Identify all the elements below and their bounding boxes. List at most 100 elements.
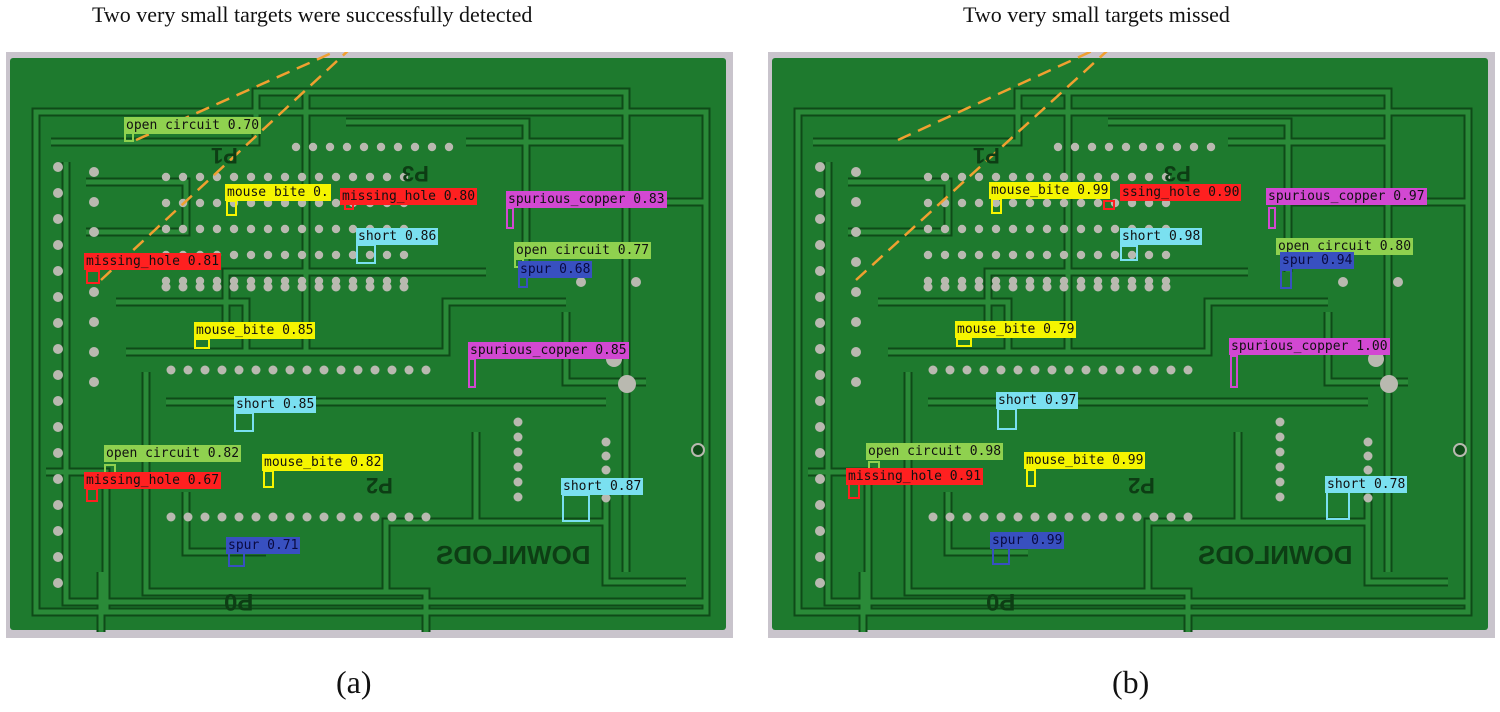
detection-a-box-mouse-bite <box>226 200 237 216</box>
solder-pad <box>815 474 825 484</box>
solder-pad <box>166 512 176 522</box>
solder-pad <box>1275 492 1285 502</box>
solder-pad <box>1104 142 1114 152</box>
detection-a-box-missing-hole <box>86 488 98 502</box>
solder-pad <box>319 512 329 522</box>
solder-pad <box>1110 224 1120 234</box>
detection-a-label-short: short 0.85 <box>234 396 317 413</box>
detection-b-label-spurious-copper: spurious_copper 1.00 <box>1229 338 1390 355</box>
solder-pad <box>940 172 950 182</box>
detection-a-label-missing-hole: missing_hole 0.81 <box>84 253 222 270</box>
solder-pad <box>601 465 611 475</box>
detection-b-label-mouse-bite: mouse_bite 0.99 <box>989 182 1111 199</box>
solder-pad <box>1149 512 1159 522</box>
solder-pad <box>923 198 933 208</box>
solder-pad <box>297 282 307 292</box>
solder-pad <box>444 142 454 152</box>
solder-pad <box>1275 447 1285 457</box>
solder-pad <box>1059 282 1069 292</box>
detection-a-label-mouse-bite: mouse_bite 0.85 <box>194 322 316 339</box>
detection-a-label-short: short 0.87 <box>561 478 644 495</box>
solder-pad <box>53 214 63 224</box>
solder-pad <box>161 198 171 208</box>
solder-pad <box>308 142 318 152</box>
solder-pad <box>1363 451 1373 461</box>
solder-pad <box>200 512 210 522</box>
solder-pad <box>53 422 63 432</box>
solder-pad <box>991 172 1001 182</box>
copper-trace-highlight <box>1365 482 1448 585</box>
copper-trace-highlight <box>256 589 429 632</box>
solder-pad <box>370 365 380 375</box>
panel-a-sublabel: (a) <box>336 664 372 700</box>
solder-pad <box>331 198 341 208</box>
detection-b-box-spur <box>992 547 1010 565</box>
solder-pad <box>1172 142 1182 152</box>
solder-pad <box>1025 250 1035 260</box>
solder-pad <box>1047 365 1057 375</box>
solder-pad <box>851 287 861 297</box>
solder-pad <box>815 214 825 224</box>
solder-pad <box>251 512 261 522</box>
copper-trace-highlight <box>1228 139 1391 252</box>
solder-pad <box>246 250 256 260</box>
solder-pad <box>1093 172 1103 182</box>
mounting-hole <box>1368 351 1384 367</box>
detection-b-box-short <box>997 408 1017 430</box>
mounting-hole <box>618 375 636 393</box>
solder-pad <box>1076 172 1086 182</box>
detection-b-box-missing-hole <box>1103 200 1115 210</box>
solder-pad <box>314 224 324 234</box>
detection-a-label-missing-hole: missing_hole 0.80 <box>340 188 478 205</box>
detection-a-label-mouse-bite: mouse bite 0. <box>225 184 331 201</box>
solder-pad <box>348 282 358 292</box>
solder-pad <box>285 365 295 375</box>
solder-pad <box>53 500 63 510</box>
solder-pad <box>1030 365 1040 375</box>
solder-pad <box>348 172 358 182</box>
solder-pad <box>851 377 861 387</box>
solder-pad <box>183 512 193 522</box>
detection-a-box-mouse-bite <box>263 470 274 488</box>
solder-pad <box>1155 142 1165 152</box>
solder-pad <box>1093 198 1103 208</box>
solder-pad <box>195 198 205 208</box>
solder-pad <box>815 370 825 380</box>
detection-b-label-short: short 0.78 <box>1325 476 1408 493</box>
silkscreen-downlods: DOWNLODS <box>1198 540 1353 570</box>
solder-pad <box>89 167 99 177</box>
detection-b-box-mouse-bite <box>956 338 972 347</box>
solder-pad <box>1008 224 1018 234</box>
solder-pad <box>1161 172 1171 182</box>
solder-pad <box>979 365 989 375</box>
solder-pad <box>991 224 1001 234</box>
solder-pad <box>1076 224 1086 234</box>
solder-pad <box>359 142 369 152</box>
detection-a-label-spurious-copper: spurious_copper 0.85 <box>468 342 629 359</box>
solder-pad <box>382 172 392 182</box>
solder-pad <box>1081 512 1091 522</box>
solder-pad <box>53 396 63 406</box>
solder-pad <box>1110 172 1120 182</box>
solder-pad <box>427 142 437 152</box>
solder-pad <box>297 172 307 182</box>
solder-pad <box>1161 250 1171 260</box>
solder-pad <box>336 512 346 522</box>
solder-pad <box>89 317 99 327</box>
solder-pad <box>1098 512 1108 522</box>
solder-pad <box>1363 437 1373 447</box>
detection-b-label-spur: spur 0.94 <box>1280 252 1355 269</box>
copper-trace-highlight <box>86 179 189 235</box>
solder-pad <box>178 172 188 182</box>
solder-pad <box>229 282 239 292</box>
solder-pad <box>404 365 414 375</box>
solder-pad <box>974 250 984 260</box>
solder-pad <box>513 462 523 472</box>
solder-pad <box>513 417 523 427</box>
copper-trace-highlight <box>985 269 1248 332</box>
solder-pad <box>387 512 397 522</box>
solder-pad <box>1275 462 1285 472</box>
solder-pad <box>246 282 256 292</box>
solder-pad <box>246 172 256 182</box>
solder-pad <box>195 224 205 234</box>
